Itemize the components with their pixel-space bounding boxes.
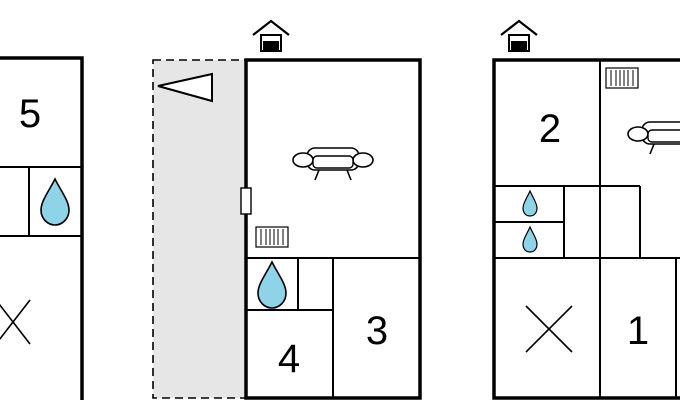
house-entrance-icon: [251, 19, 291, 53]
sofa-icon: [627, 121, 680, 155]
terrace-area: [152, 59, 247, 399]
house-entrance-icon: [499, 19, 539, 53]
door-icon: [240, 187, 252, 215]
floorplan-left: 5: [0, 56, 84, 400]
room-number-4: 4: [278, 337, 300, 381]
left-outer-wall: [0, 56, 84, 400]
room-number-3: 3: [366, 309, 388, 353]
bed-cross-icon: [0, 299, 31, 345]
radiator-icon: [255, 226, 289, 248]
right-outer-wall: [492, 58, 680, 400]
compass-arrow-icon: [157, 72, 213, 103]
water-drop-icon: [40, 178, 70, 226]
water-drop-icon: [522, 226, 538, 253]
radiator-icon: [605, 67, 639, 89]
sofa-icon: [292, 147, 374, 181]
room-number-1: 1: [627, 309, 649, 353]
water-drop-icon: [522, 190, 538, 217]
water-drop-icon: [257, 261, 287, 309]
floorplan-middle: 4 3: [152, 19, 422, 400]
room-number-2: 2: [539, 107, 561, 151]
bed-cross-icon: [525, 305, 573, 353]
floorplan-right: 2 1: [492, 19, 680, 400]
room-number-5: 5: [19, 92, 41, 136]
